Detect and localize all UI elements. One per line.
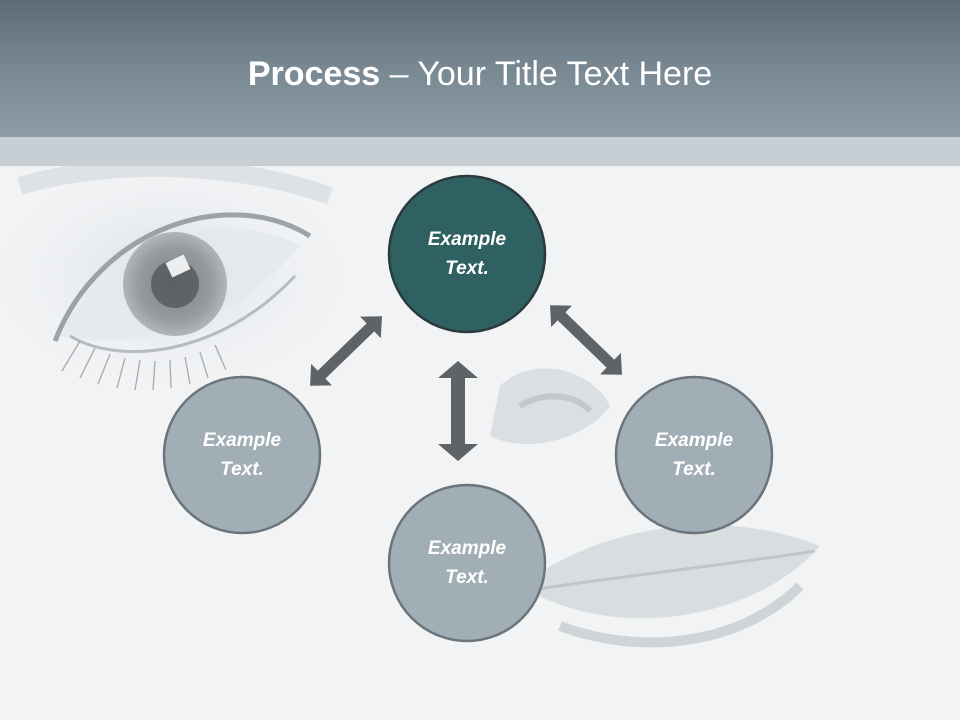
node-label-top: Example Text. bbox=[427, 229, 507, 279]
title-banner: Process – Your Title Text Here bbox=[0, 0, 960, 137]
header-strip bbox=[0, 137, 960, 166]
double-arrow-icon bbox=[310, 316, 382, 386]
process-node-bottom bbox=[387, 483, 547, 643]
title-rest: – Your Title Text Here bbox=[380, 55, 713, 93]
node-label-right: Example Text. bbox=[654, 430, 734, 480]
double-arrow-icon bbox=[438, 361, 478, 461]
process-node-right bbox=[614, 375, 774, 535]
double-arrow-icon bbox=[550, 305, 622, 375]
face-closeup-photo-icon bbox=[0, 166, 820, 648]
node-label-bottom: Example Text. bbox=[427, 538, 507, 588]
slide-title: Process – Your Title Text Here bbox=[0, 50, 960, 98]
node-label-left: Example Text. bbox=[202, 430, 282, 480]
process-node-left bbox=[162, 375, 322, 535]
process-node-top bbox=[387, 174, 547, 334]
title-strong: Process bbox=[247, 55, 381, 93]
